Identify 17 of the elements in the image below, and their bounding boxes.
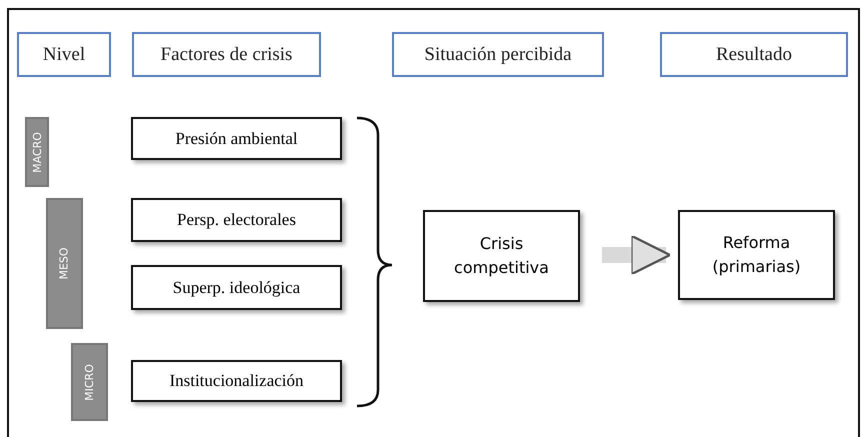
process-box: Crisis competitiva [423,210,580,302]
factor-box: Persp. electorales [131,198,342,242]
factor-box: Superp. ideológica [131,265,342,310]
level-label: MESO [58,247,71,280]
level-bar [71,343,108,421]
factor-box: Presión ambiental [131,117,342,160]
column-header: Factores de crisis [132,32,321,77]
level-bar [25,117,49,187]
column-header: Nivel [17,32,111,77]
column-header: Resultado [660,32,848,77]
process-box: Reforma (primarias) [678,210,835,300]
level-label: MACRO [30,132,44,172]
column-header: Situación percibida [392,32,604,77]
level-label: MICRO [83,364,96,400]
level-bar [46,198,83,329]
factor-box: Institucionalización [131,360,342,402]
block-arrow [602,234,671,276]
